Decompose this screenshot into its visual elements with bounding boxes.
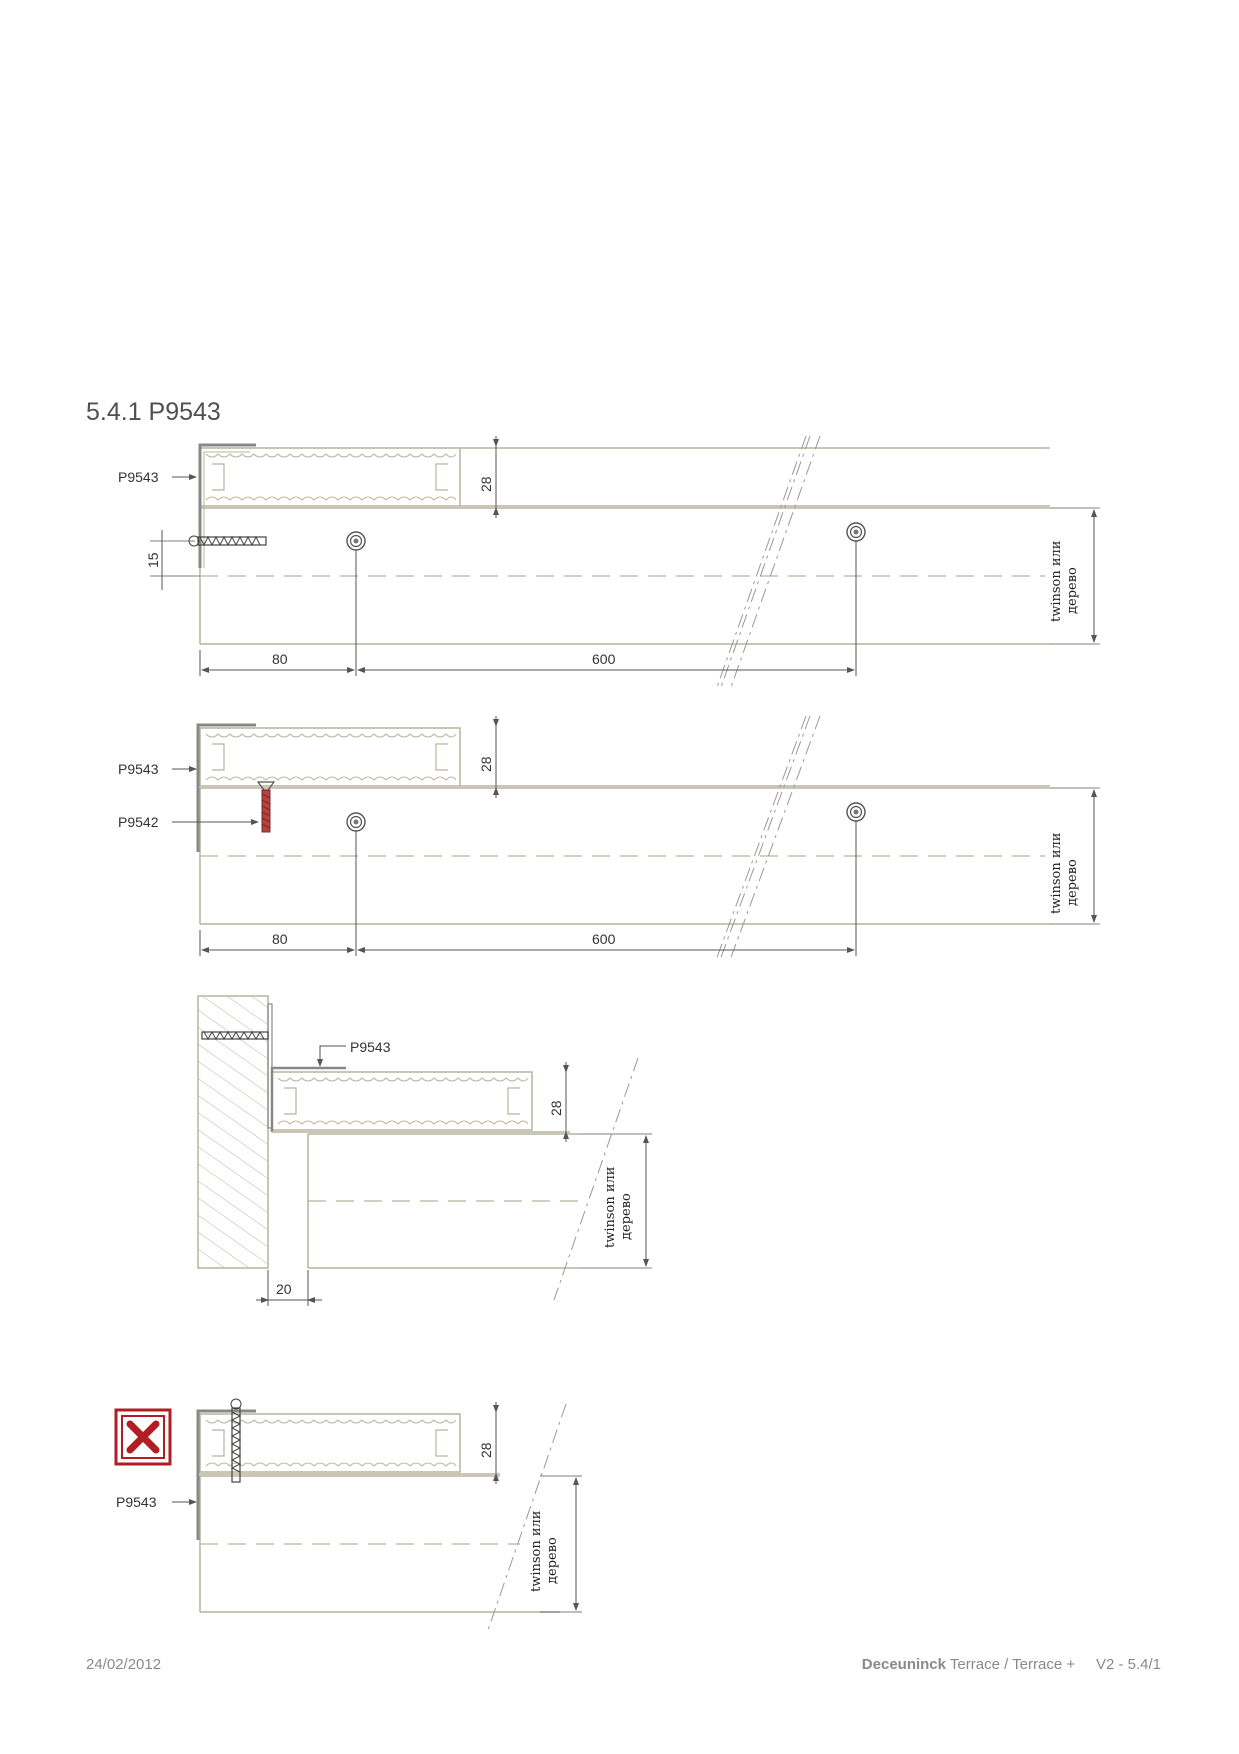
detail-2: 80 600 28 twinson или дерево P9543 P9542	[118, 715, 1100, 961]
material-label: дерево	[1065, 567, 1080, 614]
material-label: twinson или	[603, 1167, 618, 1248]
label-p9543: P9543	[118, 469, 159, 485]
page-title: 5.4.1 P9543	[86, 398, 221, 426]
dim-15: 15	[145, 552, 161, 568]
dim-600: 600	[592, 651, 616, 667]
material-label: twinson или	[1049, 833, 1064, 914]
dim-28: 28	[478, 1442, 494, 1458]
screw-head-icon	[346, 812, 366, 832]
footer-date: 24/02/2012	[86, 1656, 162, 1673]
profile-p9543	[196, 1409, 256, 1540]
dim-80: 80	[272, 651, 288, 667]
dim-80: 80	[272, 931, 288, 947]
screw-head-icon	[346, 531, 366, 551]
material-label: twinson или	[1049, 541, 1064, 622]
footer-page-number: V2 - 5.4/1	[1095, 1656, 1161, 1673]
dim-20: 20	[276, 1281, 292, 1297]
footer-brand-name: Deceuninck	[861, 1656, 946, 1673]
label-p9543: P9543	[350, 1039, 391, 1055]
material-label: дерево	[619, 1193, 634, 1240]
fixing-screw	[230, 1398, 242, 1483]
decking-board	[199, 727, 461, 787]
dim-28: 28	[478, 756, 494, 772]
label-p9543: P9543	[118, 761, 159, 777]
profile-p9543	[270, 1066, 346, 1132]
label-p9543: P9543	[116, 1494, 157, 1510]
footer-product: Terrace / Terrace +	[949, 1656, 1076, 1673]
material-label: дерево	[545, 1537, 560, 1584]
material-label: twinson или	[529, 1511, 544, 1592]
detail-1: 80 600 28 15 twinson или дерево P9543	[118, 435, 1100, 691]
screw-head-icon	[846, 802, 866, 822]
dim-600: 600	[592, 931, 616, 947]
profile-p9543	[196, 723, 256, 852]
dim-28: 28	[478, 476, 494, 492]
material-label: дерево	[1065, 859, 1080, 906]
profile-p9543	[198, 443, 256, 568]
forbidden-x-icon	[114, 1408, 172, 1466]
footer-brand: Deceuninck Terrace / Terrace + V2 - 5.4/…	[862, 1656, 1161, 1673]
screw-p9542	[256, 781, 276, 833]
detail-4: 28 twinson или дерево P9543	[114, 1398, 582, 1631]
label-p9542: P9542	[118, 814, 159, 830]
decking-board	[271, 1071, 533, 1131]
wall-screw	[201, 1030, 269, 1041]
detail-3: P9543 28 twinson или дерево 20	[197, 995, 652, 1306]
dim-28: 28	[548, 1100, 564, 1116]
wall	[197, 995, 269, 1269]
decking-board	[199, 447, 461, 507]
screw-head-icon	[846, 522, 866, 542]
